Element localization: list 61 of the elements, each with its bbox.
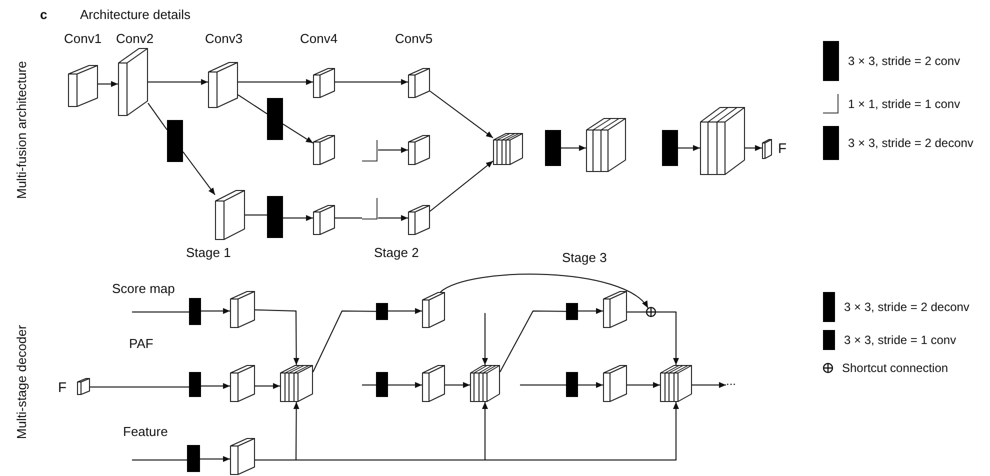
arrow [430,90,494,138]
legend-text: Shortcut connection [842,361,948,375]
arrow [744,145,762,151]
legend-text: 1 × 1, stride = 1 conv [848,97,960,111]
stage-label: Stage 3 [562,251,607,265]
ellipsis-text: ... [726,376,736,386]
arrow [334,79,408,85]
output-label: F [58,380,67,394]
arrow [254,309,300,366]
connector-line [500,310,566,372]
layer-label: Conv2 [116,32,154,46]
arrow [444,382,470,388]
arrow [578,308,604,314]
connector-line [244,214,268,216]
connector-line [520,384,566,386]
arrow [200,456,230,462]
arrow [378,147,408,153]
arrow [440,274,648,308]
section-label: Multi-fusion architecture [15,61,29,199]
arrow [388,382,422,388]
arrow [378,215,408,221]
legend-text: 3 × 3, stride = 2 deconv [848,136,974,150]
connector-line [362,384,376,386]
panel-letter: c [40,8,48,22]
arrow [560,145,586,151]
legend-text: 3 × 3, stride = 2 deconv [844,300,970,314]
connector-line [148,102,168,130]
stage-label: Stage 2 [374,246,419,260]
arrow [148,79,208,85]
layer-label: Conv3 [205,32,243,46]
arrow [200,308,230,314]
arrow [678,145,700,151]
arrow [656,312,679,366]
legend-text: 3 × 3, stride = 1 conv [844,333,956,347]
legend-text: 3 × 3, stride = 2 conv [848,54,960,68]
layer-label: Conv1 [64,32,102,46]
arrow [200,383,230,389]
arrow [254,383,280,389]
output-label: F [778,141,787,155]
layer-label: Conv5 [395,32,433,46]
connector-line [90,386,190,388]
arrow [282,215,314,221]
arrow [238,79,314,85]
arrow [482,312,488,366]
edge-label: Score map [112,282,175,296]
section-label: Multi-stage decoder [15,324,30,440]
connector-line [238,94,268,114]
arrow [282,124,314,144]
edge-label: PAF [129,337,154,351]
connector-line [312,310,376,372]
arrow [430,160,494,212]
arrow [98,81,118,87]
edge-label: Feature [123,425,168,439]
arrow [578,382,604,388]
arrow [626,382,660,388]
arrow [182,151,216,196]
layer-label: Conv4 [300,32,338,46]
arrow [692,382,726,388]
arrow [388,308,422,314]
figure-title: Architecture details [80,8,191,22]
stage-label: Stage 1 [186,246,231,260]
